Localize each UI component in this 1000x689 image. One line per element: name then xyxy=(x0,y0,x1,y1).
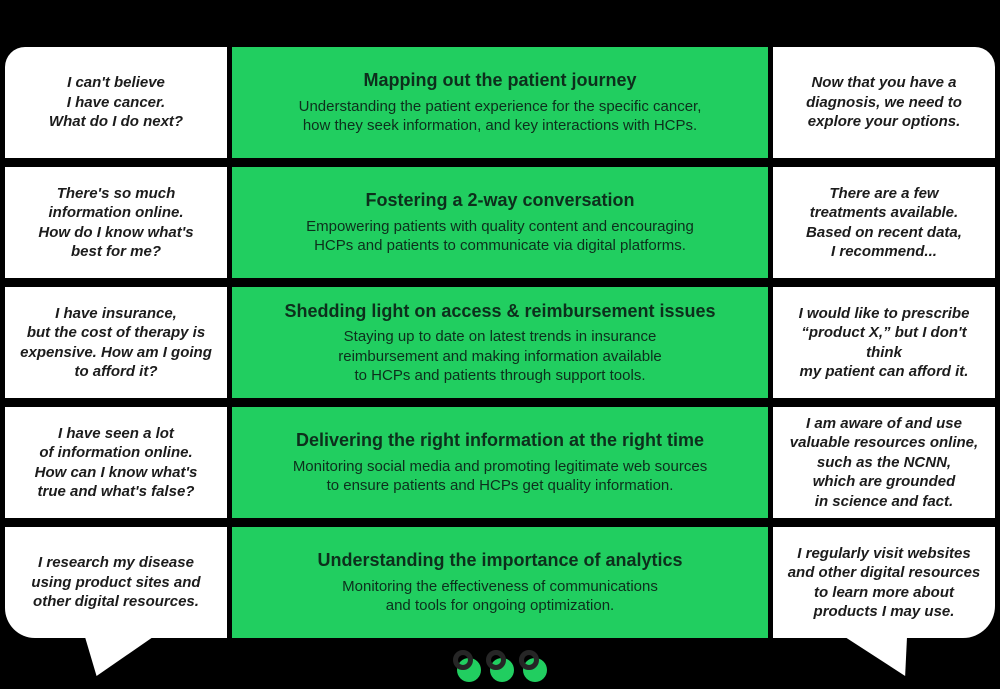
patient-quote-bubble: I research my disease using product site… xyxy=(5,527,227,638)
double-circle-logo-icon xyxy=(486,650,514,684)
hcp-quote-bubble: Now that you have a diagnosis, we need t… xyxy=(773,47,995,158)
strategy-description: Understanding the patient experience for… xyxy=(298,97,702,135)
strategy-title: Understanding the importance of analytic… xyxy=(317,550,683,571)
strategy-panel: Understanding the importance of analytic… xyxy=(232,527,768,638)
logo-dark-ring xyxy=(453,650,473,670)
double-circle-logo-icon xyxy=(453,650,481,684)
strategy-description: Empowering patients with quality content… xyxy=(306,217,694,255)
strategy-description: Monitoring social media and promoting le… xyxy=(292,457,708,495)
logo-dark-ring xyxy=(486,650,506,670)
strategy-title: Delivering the right information at the … xyxy=(295,430,705,451)
footer-logo-row xyxy=(453,650,547,684)
hcp-quote-bubble: There are a few treatments available. Ba… xyxy=(773,167,995,278)
patient-quote-bubble: I have seen a lot of information online.… xyxy=(5,407,227,518)
speech-bubble-tail-left xyxy=(85,637,153,676)
strategy-title: Shedding light on access & reimbursement… xyxy=(284,300,716,321)
hcp-quote-bubble: I regularly visit websites and other dig… xyxy=(773,527,995,638)
patient-quote-bubble: There's so much information online. How … xyxy=(5,167,227,278)
patient-quote-bubble: I can't believe I have cancer. What do I… xyxy=(5,47,227,158)
logo-dark-ring xyxy=(519,650,539,670)
strategy-panel: Mapping out the patient journey Understa… xyxy=(232,47,768,158)
hcp-quote-bubble: I would like to prescribe “product X,” b… xyxy=(773,287,995,398)
hcp-quote-bubble: I am aware of and use valuable resources… xyxy=(773,407,995,518)
double-circle-logo-icon xyxy=(519,650,547,684)
strategy-panel: Delivering the right information at the … xyxy=(232,407,768,518)
strategy-description: Staying up to date on latest trends in i… xyxy=(338,328,662,384)
patient-quote-bubble: I have insurance, but the cost of therap… xyxy=(5,287,227,398)
strategy-title: Mapping out the patient journey xyxy=(363,70,637,91)
strategy-panel: Fostering a 2-way conversation Empowerin… xyxy=(232,167,768,278)
strategy-grid: I can't believe I have cancer. What do I… xyxy=(5,47,995,638)
speech-bubble-tail-right xyxy=(845,637,907,676)
strategy-title: Fostering a 2-way conversation xyxy=(365,190,635,211)
strategy-description: Monitoring the effectiveness of communic… xyxy=(342,577,658,615)
strategy-panel: Shedding light on access & reimbursement… xyxy=(232,287,768,398)
